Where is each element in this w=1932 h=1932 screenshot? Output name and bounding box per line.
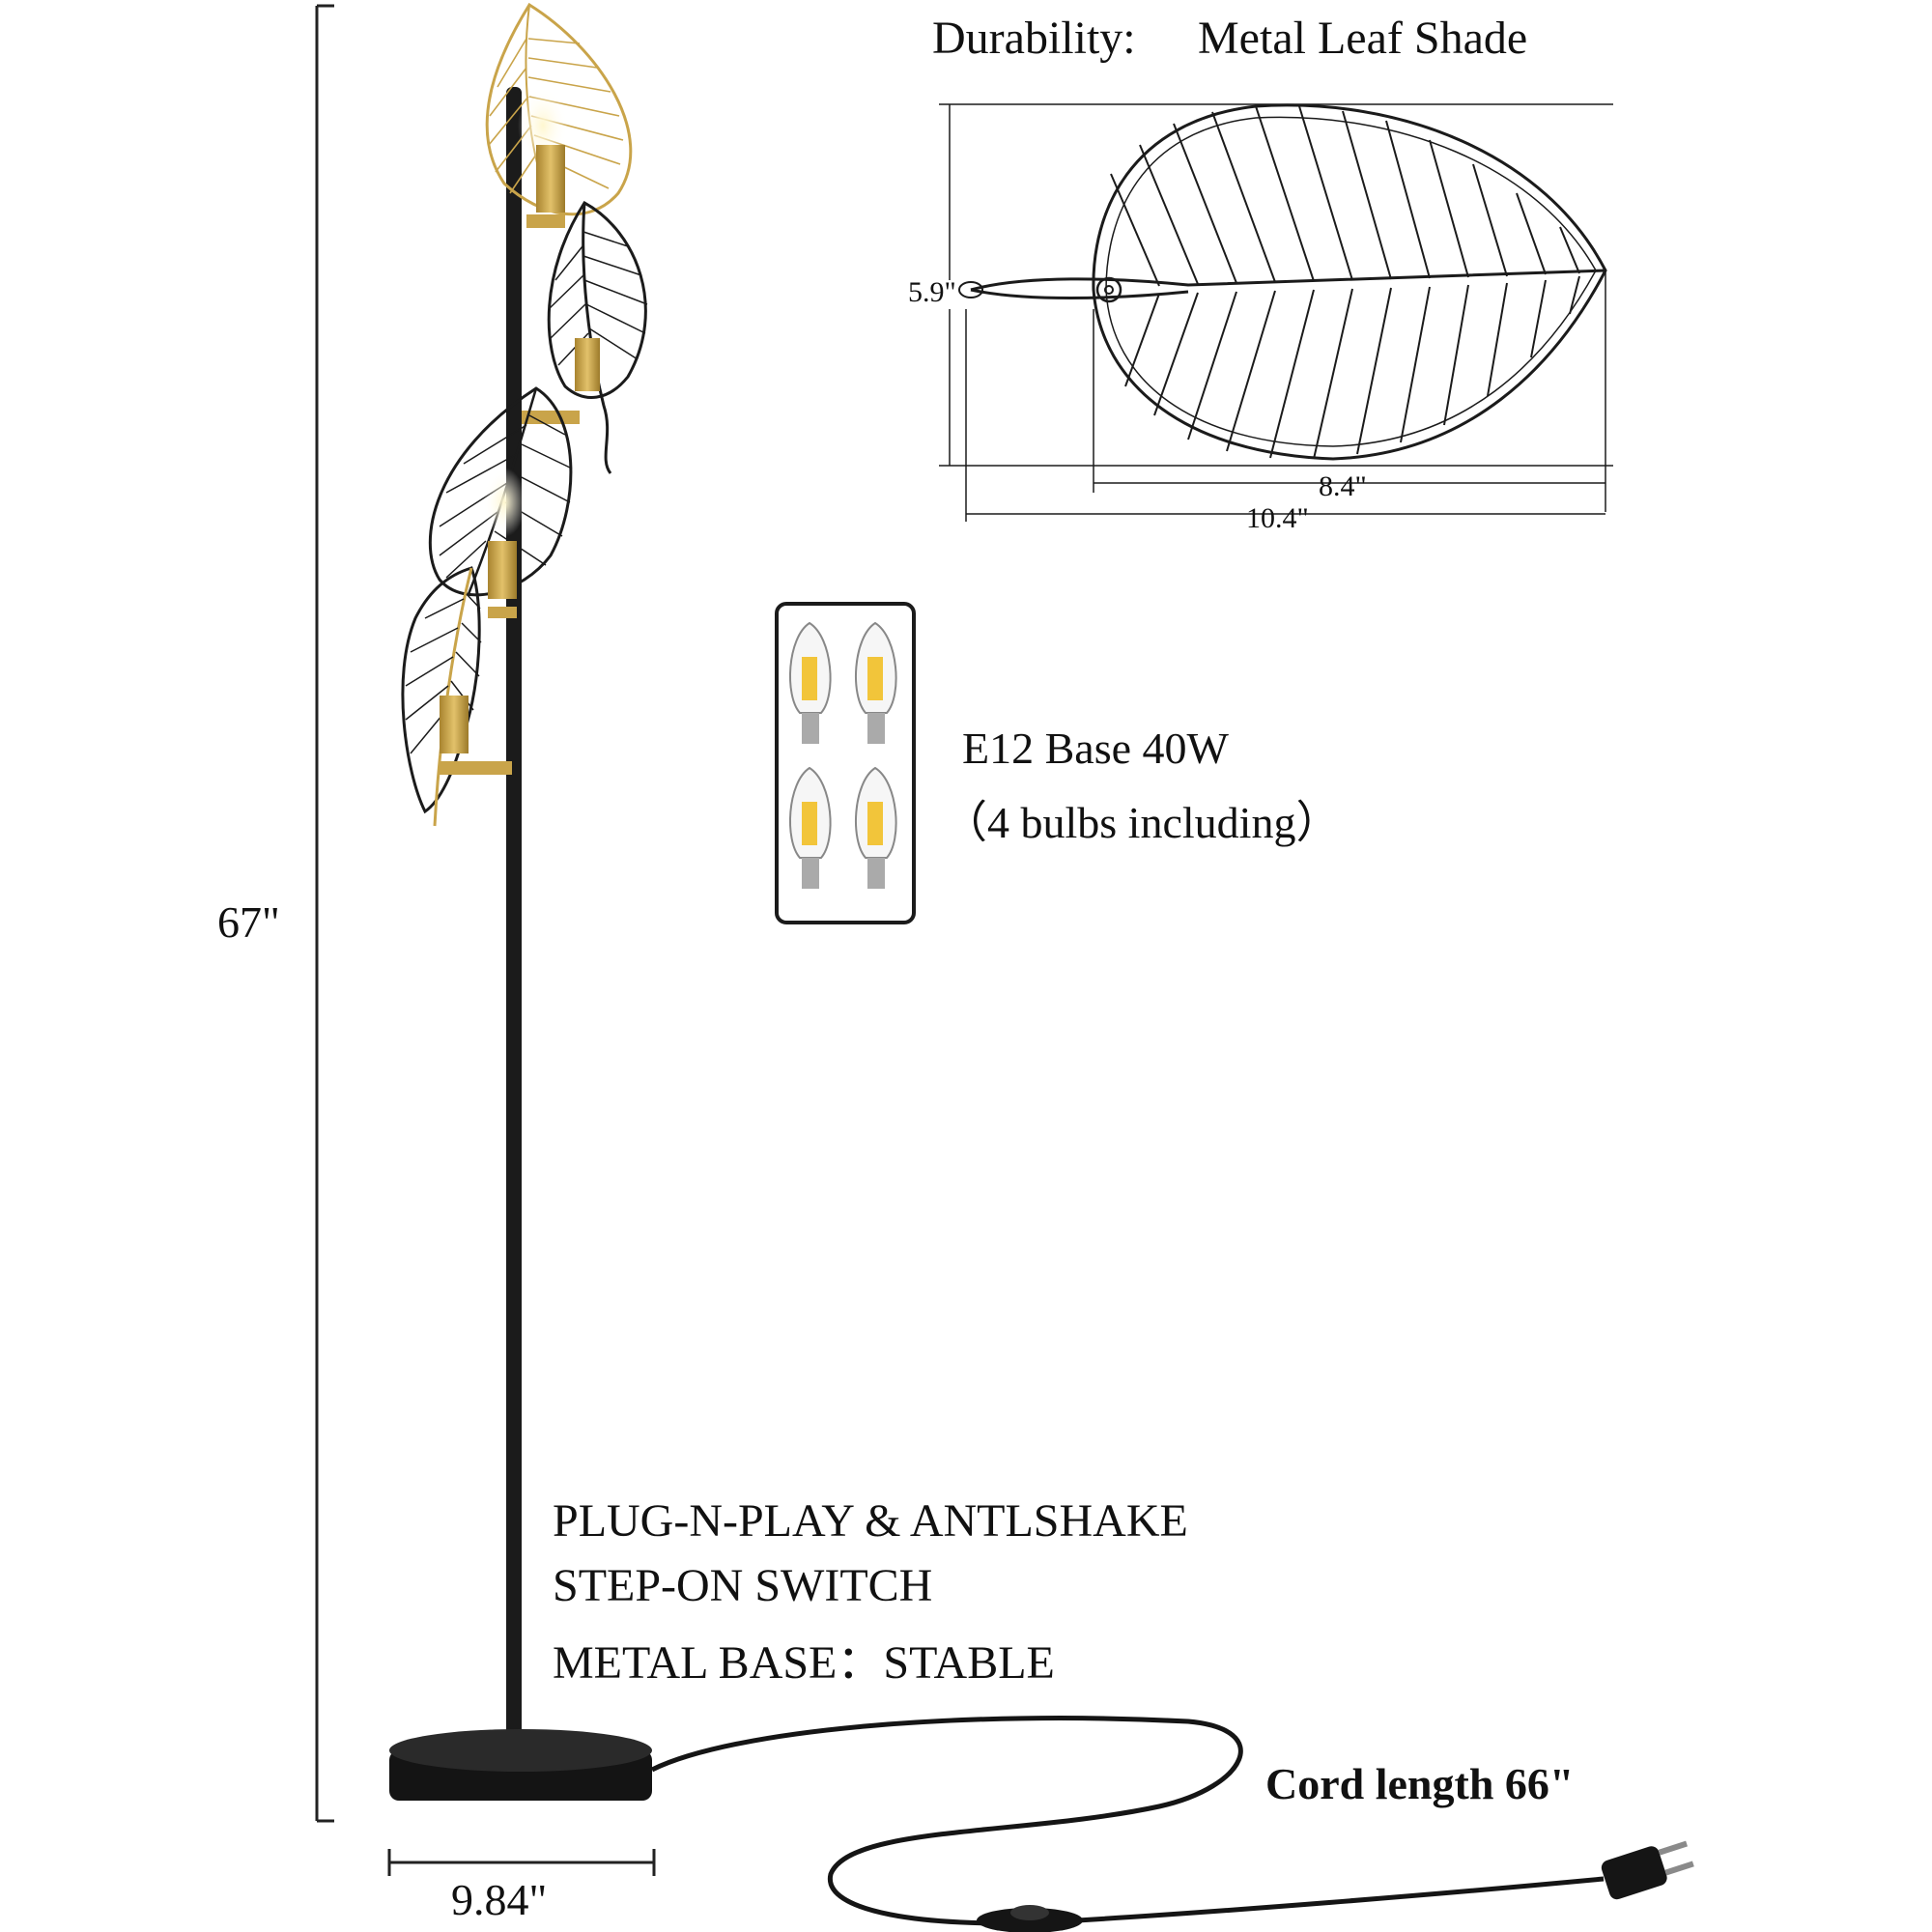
leaf-shade-4 [401, 566, 512, 827]
leaf-shade-3 [428, 386, 573, 618]
bulb-icon-3 [789, 766, 832, 889]
lamp-pole [506, 87, 522, 1768]
durability-value: Metal Leaf Shade [1198, 13, 1528, 64]
leaf-height-label: 5.9" [908, 276, 956, 308]
leaf-detail-drawing [939, 103, 1613, 522]
base-width-label: 9.84" [451, 1875, 548, 1924]
power-plug [1601, 1840, 1694, 1900]
bulb-spec-line1: E12 Base 40W [962, 724, 1229, 773]
feature-line-3: METAL BASE：STABLE [553, 1637, 1055, 1689]
bulb-spec-line2: （4 bulbs including） [943, 798, 1341, 847]
height-dimension-line [315, 4, 334, 1823]
leaf-body-length-label: 8.4" [1319, 470, 1367, 502]
height-label: 67" [217, 897, 280, 947]
bulbs-box [775, 602, 916, 924]
feature-line-1: PLUG-N-PLAY & ANTLSHAKE [553, 1495, 1188, 1547]
bulb-icon-1 [789, 621, 832, 744]
step-on-switch [977, 1905, 1083, 1932]
leaf-total-length-label: 10.4" [1246, 502, 1309, 534]
durability-label: Durability: [932, 13, 1136, 64]
power-cord [650, 1716, 1605, 1926]
base-width-dimension-line [387, 1849, 656, 1876]
feature-line-2: STEP-ON SWITCH [553, 1560, 933, 1611]
lamp-base [389, 1729, 652, 1801]
leaf-shade-1 [485, 2, 633, 228]
leaf-shade-2 [522, 201, 648, 474]
cord-length-label: Cord length 66" [1265, 1759, 1575, 1808]
bulb-icon-4 [855, 766, 897, 889]
bulb-icon-2 [855, 621, 897, 744]
